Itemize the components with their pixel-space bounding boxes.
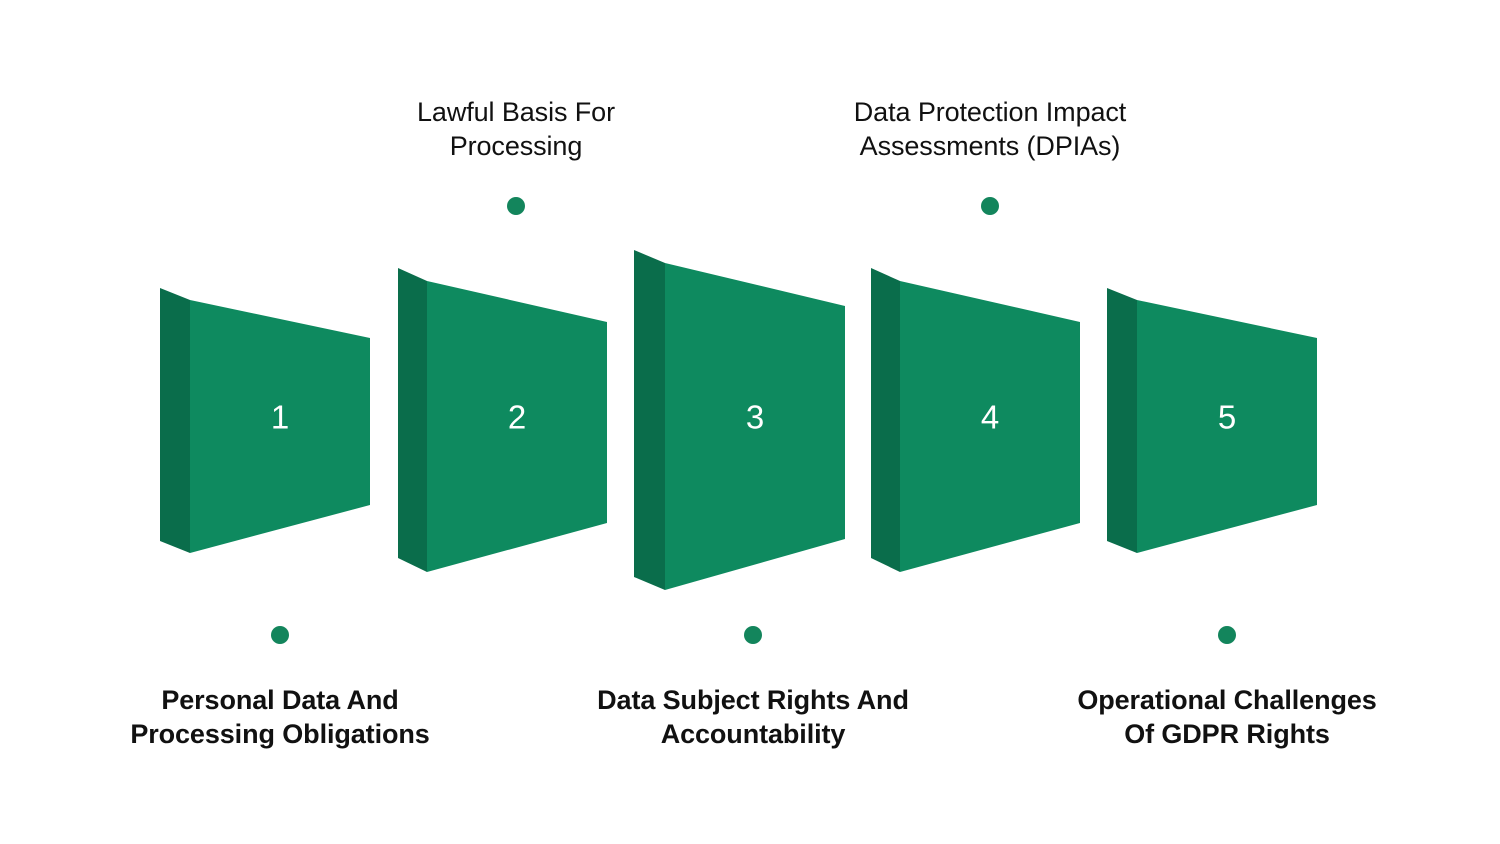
- block-3-number: 3: [746, 399, 764, 436]
- block-3-front-face: [665, 263, 845, 590]
- connector-dot-step-1: [271, 626, 289, 644]
- step-label-3: Data Subject Rights And Accountability: [597, 685, 909, 750]
- block-5-front-face: [1137, 300, 1317, 553]
- step-label-1: Personal Data And Processing Obligations: [130, 685, 430, 750]
- block-4-number: 4: [981, 399, 999, 436]
- connector-dot-step-2: [507, 197, 525, 215]
- connector-dot-step-5: [1218, 626, 1236, 644]
- process-block-5[interactable]: 5: [1107, 288, 1317, 553]
- block-4-front-face: [900, 281, 1080, 572]
- block-4-side-face: [871, 268, 900, 572]
- block-3-side-face: [634, 250, 665, 590]
- connector-dot-step-3: [744, 626, 762, 644]
- connector-dot-step-4: [981, 197, 999, 215]
- block-1-front-face: [190, 300, 370, 553]
- step-label-2: Lawful Basis For Processing: [417, 97, 615, 162]
- block-1-side-face: [160, 288, 190, 553]
- block-1-number: 1: [271, 399, 289, 436]
- step-label-5: Operational Challenges Of GDPR Rights: [1077, 685, 1377, 750]
- block-2-number: 2: [508, 399, 526, 436]
- block-5-number: 5: [1218, 399, 1236, 436]
- step-label-4: Data Protection Impact Assessments (DPIA…: [853, 97, 1127, 162]
- block-2-front-face: [427, 281, 607, 572]
- process-block-4[interactable]: 4: [871, 268, 1080, 572]
- process-block-3[interactable]: 3: [634, 250, 845, 590]
- block-5-side-face: [1107, 288, 1137, 553]
- block-2-side-face: [398, 268, 427, 572]
- process-block-2[interactable]: 2: [398, 268, 607, 572]
- process-block-1[interactable]: 1: [160, 288, 370, 553]
